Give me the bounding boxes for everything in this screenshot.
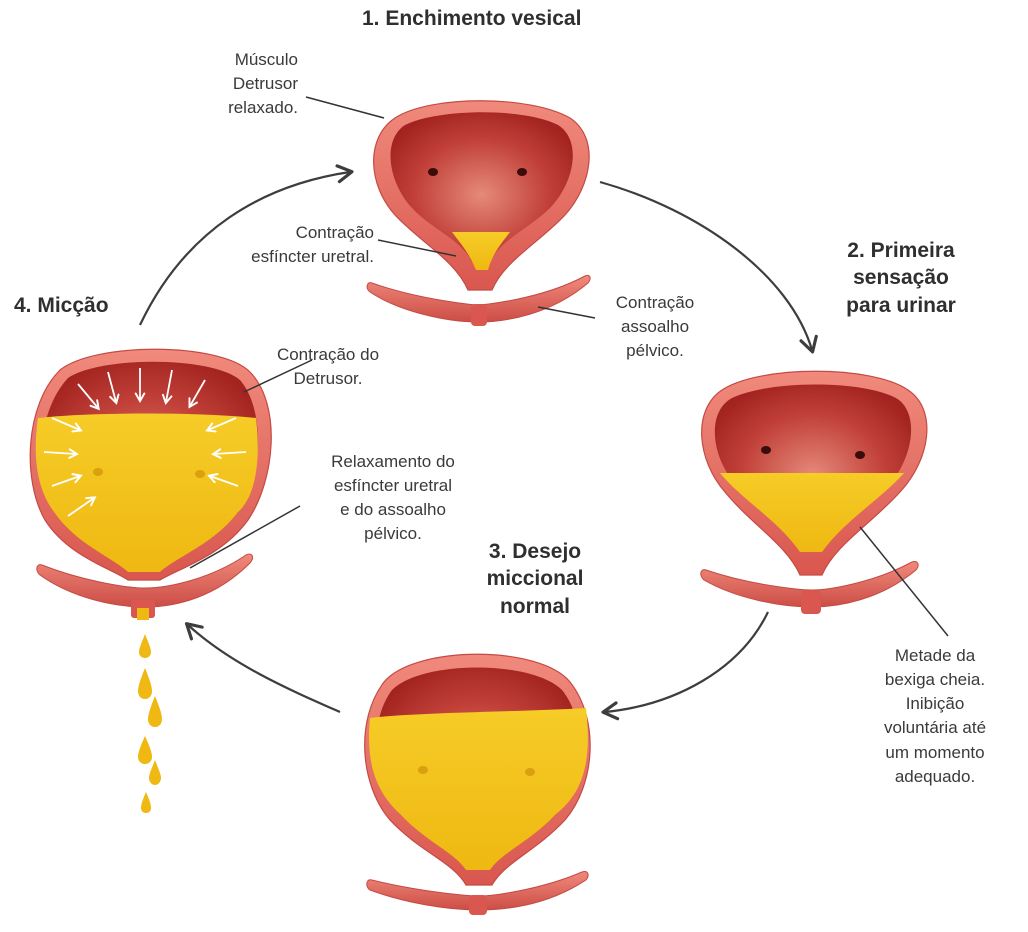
note-pelvic-floor-contraction: Contração assoalho pélvico. xyxy=(600,291,710,363)
note-half-full: Metade da bexiga cheia. Inibição voluntá… xyxy=(866,644,1004,789)
note-relaxation: Relaxamento do esfíncter uretral e do as… xyxy=(300,450,486,547)
note-detrusor-contraction: Contração do Detrusor. xyxy=(258,343,398,391)
stage-3-title: 3. Desejo miccional normal xyxy=(470,538,600,620)
stage-4-title: 4. Micção xyxy=(14,292,109,319)
bladder-icon xyxy=(367,101,590,326)
urine-drop-icon xyxy=(138,634,162,813)
stage-1-title: 1. Enchimento vesical xyxy=(362,5,581,32)
bladder-icon xyxy=(365,654,590,915)
bladder-icon xyxy=(701,371,927,614)
note-detrusor-relaxed: Músculo Detrusor relaxado. xyxy=(180,48,298,120)
stage-2-title: 2. Primeira sensação para urinar xyxy=(826,237,976,319)
bladder-icon xyxy=(30,349,271,620)
note-sphincter-contraction: Contração esfíncter uretral. xyxy=(224,221,374,269)
